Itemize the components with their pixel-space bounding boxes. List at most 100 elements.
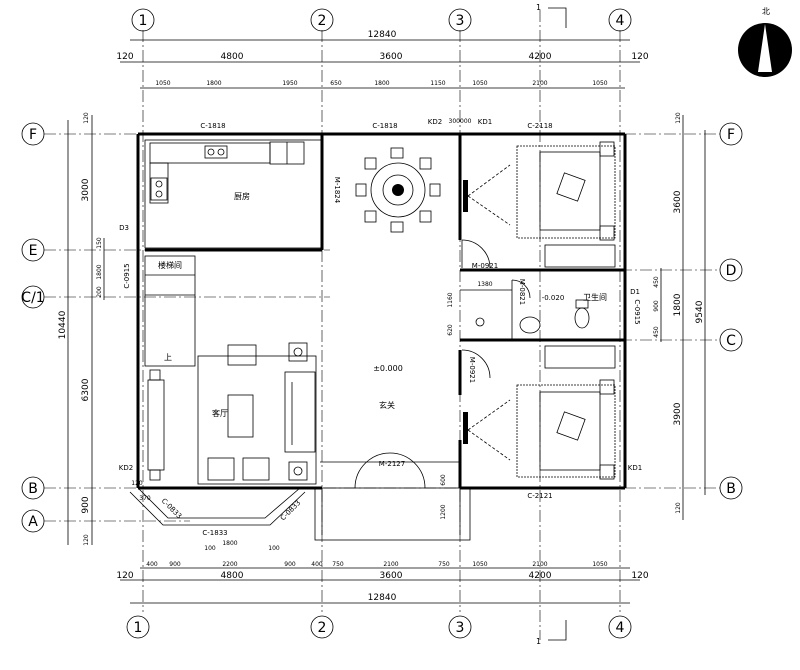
dim-left-seg-1: 120 bbox=[83, 112, 90, 124]
axis-right-c: C bbox=[726, 333, 736, 349]
door-d2: M-0921 bbox=[472, 262, 498, 270]
dim-bot-detail-9: 1050 bbox=[472, 561, 487, 568]
room-kitchen: 厨房 bbox=[234, 191, 250, 201]
axis-top-1: 1 bbox=[139, 13, 148, 29]
dim-right-seg-1: 120 bbox=[675, 112, 682, 124]
mark-d1: D1 bbox=[630, 288, 640, 296]
dim-bay-a: 370 bbox=[139, 495, 151, 502]
tv-cabinet-icon bbox=[147, 379, 165, 471]
window-w7: C-0915 bbox=[633, 299, 641, 324]
window-w2: C-1818 bbox=[372, 122, 397, 130]
axis-bubbles-left: F E C/1 B A bbox=[21, 122, 45, 533]
dim-bot-oh-left: 120 bbox=[116, 571, 133, 581]
dim-left-small-3: 200 bbox=[96, 286, 103, 298]
axis-right-b: B bbox=[726, 481, 736, 497]
dim-bay-c: 100 bbox=[204, 545, 216, 552]
window-w9: C-0833 bbox=[279, 499, 303, 523]
axis-left-c1: C/1 bbox=[21, 290, 44, 306]
mark-kd1-b: KD1 bbox=[628, 464, 642, 472]
dim-porch-right: 600 bbox=[440, 474, 447, 486]
door-swings bbox=[354, 239, 531, 489]
door-d4: M-0921 bbox=[468, 357, 476, 383]
dim-bot-detail-2: 900 bbox=[169, 561, 181, 568]
dims-bottom: 400 900 2200 900 400 750 2100 750 1050 2… bbox=[116, 561, 649, 604]
dim-top-bay-1: 4800 bbox=[221, 52, 244, 62]
window-labels: C-1818 C-1818 C-2118 C-2121 C-1833 C-091… bbox=[123, 122, 641, 537]
dim-bay-b: 1800 bbox=[222, 540, 237, 547]
bedroom-2 bbox=[463, 345, 616, 480]
dim-left-seg-5: 120 bbox=[83, 534, 90, 546]
dim-top-bay-3: 4200 bbox=[529, 52, 552, 62]
axis-left-e: E bbox=[29, 243, 38, 259]
dim-right-seg-4: 3900 bbox=[673, 402, 683, 425]
axis-right-d: D bbox=[726, 263, 737, 279]
dim-bath-w: 1380 bbox=[477, 281, 492, 288]
dim-top-oh-left: 120 bbox=[116, 52, 133, 62]
room-bath: 卫生间 bbox=[583, 292, 607, 302]
dim-right-small-2: 900 bbox=[653, 300, 660, 312]
axis-bottom-2: 2 bbox=[318, 620, 327, 636]
door-d1: M-1824 bbox=[333, 177, 341, 204]
window-w3: C-2118 bbox=[527, 122, 552, 130]
dim-bot-detail-8: 750 bbox=[438, 561, 450, 568]
window-w8: C-0833 bbox=[160, 497, 184, 521]
dim-top-detail-1: 1050 bbox=[155, 80, 170, 87]
dim-bot-detail-11: 1050 bbox=[592, 561, 607, 568]
dim-bot-detail-5: 400 bbox=[311, 561, 323, 568]
dim-bot-detail-3: 2200 bbox=[222, 561, 237, 568]
room-stair: 楼梯间 bbox=[158, 260, 182, 270]
section-mark-bottom: 1 bbox=[536, 637, 541, 646]
axis-left-f: F bbox=[29, 127, 37, 143]
dim-top-oh-right: 120 bbox=[631, 52, 648, 62]
dim-bot-bay-1: 4800 bbox=[221, 571, 244, 581]
axis-bottom-4: 4 bbox=[616, 620, 625, 636]
dims-top: 12840 120 4800 3600 4200 120 1050 1800 1… bbox=[116, 30, 649, 89]
mark-kd-gap: 300000 bbox=[449, 118, 472, 125]
room-foyer: 玄关 bbox=[379, 400, 395, 410]
axis-top-3: 3 bbox=[456, 13, 465, 29]
door-d3: M-0821 bbox=[518, 279, 526, 305]
dim-top-detail-8: 2100 bbox=[532, 80, 547, 87]
dim-top-detail-2: 1800 bbox=[206, 80, 221, 87]
dim-right-total: 9540 bbox=[695, 300, 705, 323]
dim-bot-bay-2: 3600 bbox=[380, 571, 403, 581]
dim-left-seg-3: 6300 bbox=[81, 378, 91, 401]
dim-top-detail-4: 650 bbox=[330, 80, 342, 87]
dim-bot-oh-right: 120 bbox=[631, 571, 648, 581]
axis-bubbles-bottom: 1 2 3 4 bbox=[126, 615, 632, 639]
dim-right-small-3: 450 bbox=[653, 326, 660, 338]
bedroom-1 bbox=[463, 141, 616, 268]
dim-left-seg-4: 900 bbox=[81, 496, 91, 513]
living-furniture bbox=[147, 342, 317, 485]
dim-bay-e: 120 bbox=[131, 480, 143, 487]
section-mark-top: 1 bbox=[536, 3, 541, 12]
axis-top-2: 2 bbox=[318, 13, 327, 29]
walls bbox=[129, 132, 627, 541]
dining-table bbox=[355, 147, 441, 233]
window-w4: C-2121 bbox=[527, 492, 552, 500]
axis-bubbles-top: 1 2 3 4 bbox=[131, 8, 632, 32]
room-labels: 厨房 楼梯间 客厅 玄关 卫生间 上 ±0.000 -0.020 bbox=[158, 191, 607, 418]
axis-right-f: F bbox=[727, 127, 735, 143]
axis-bubbles-right: F D C B bbox=[719, 122, 743, 500]
dim-top-detail-5: 1800 bbox=[374, 80, 389, 87]
stair-up: 上 bbox=[164, 353, 172, 362]
mark-d3: D3 bbox=[119, 224, 129, 232]
dim-bath-h1: 1160 bbox=[447, 292, 454, 307]
dim-right-small-1: 450 bbox=[653, 276, 660, 288]
dim-top-detail-3: 1950 bbox=[282, 80, 297, 87]
door-d5: M-2127 bbox=[379, 460, 405, 468]
mark-kd2-a: KD2 bbox=[428, 118, 442, 126]
dim-left-small-1: 150 bbox=[96, 237, 103, 249]
dim-bot-detail-7: 2100 bbox=[383, 561, 398, 568]
mark-kd1-a: KD1 bbox=[478, 118, 492, 126]
level-bath: -0.020 bbox=[542, 294, 565, 302]
dim-bot-bay-3: 4200 bbox=[529, 571, 552, 581]
dim-bot-detail-4: 900 bbox=[284, 561, 296, 568]
dim-bath-h2: 620 bbox=[447, 324, 454, 336]
dim-bot-detail-1: 400 bbox=[146, 561, 158, 568]
axis-left-a: A bbox=[28, 514, 38, 530]
sink-icon bbox=[204, 145, 228, 159]
dim-right-seg-2: 3600 bbox=[673, 190, 683, 213]
mark-kd2-b: KD2 bbox=[119, 464, 133, 472]
